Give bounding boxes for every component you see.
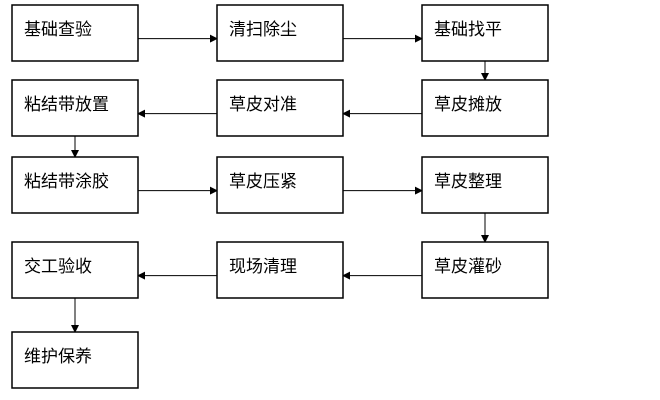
step-box — [11, 79, 139, 137]
step-label: 基础找平 — [434, 20, 502, 40]
flow-step-s3: 基础找平 — [421, 4, 549, 62]
step-box — [11, 156, 139, 214]
step-label: 草皮灌砂 — [434, 257, 502, 277]
step-label: 粘结带放置 — [24, 95, 109, 115]
step-label: 草皮压紧 — [229, 172, 297, 192]
flow-step-s9: 草皮整理 — [421, 156, 549, 214]
flow-step-s12: 交工验收 — [11, 241, 139, 299]
step-label: 粘结带涂胶 — [24, 172, 109, 192]
flow-step-s2: 清扫除尘 — [216, 4, 344, 62]
step-label: 维护保养 — [24, 347, 92, 367]
flow-step-s13: 维护保养 — [11, 331, 139, 389]
step-label: 现场清理 — [229, 257, 297, 277]
flow-step-s8: 草皮压紧 — [216, 156, 344, 214]
step-label: 基础查验 — [24, 20, 92, 40]
flow-step-s4: 草皮摊放 — [421, 79, 549, 137]
step-box — [11, 331, 139, 389]
step-box — [421, 241, 549, 299]
step-box — [11, 241, 139, 299]
flow-step-s11: 现场清理 — [216, 241, 344, 299]
flow-step-s5: 草皮对准 — [216, 79, 344, 137]
step-label: 草皮摊放 — [434, 95, 502, 115]
step-box — [216, 79, 344, 137]
step-box — [421, 156, 549, 214]
step-box — [421, 4, 549, 62]
flow-step-s1: 基础查验 — [11, 4, 139, 62]
step-label: 交工验收 — [24, 257, 92, 277]
flow-arrows — [71, 34, 489, 333]
step-box — [421, 79, 549, 137]
step-box — [216, 4, 344, 62]
flow-step-s10: 草皮灌砂 — [421, 241, 549, 299]
step-box — [216, 241, 344, 299]
step-box — [216, 156, 344, 214]
step-box — [11, 4, 139, 62]
flow-step-s6: 粘结带放置 — [11, 79, 139, 137]
step-label: 草皮整理 — [434, 172, 502, 192]
step-label: 草皮对准 — [229, 95, 297, 115]
step-label: 清扫除尘 — [229, 20, 297, 40]
flow-step-s7: 粘结带涂胶 — [11, 156, 139, 214]
